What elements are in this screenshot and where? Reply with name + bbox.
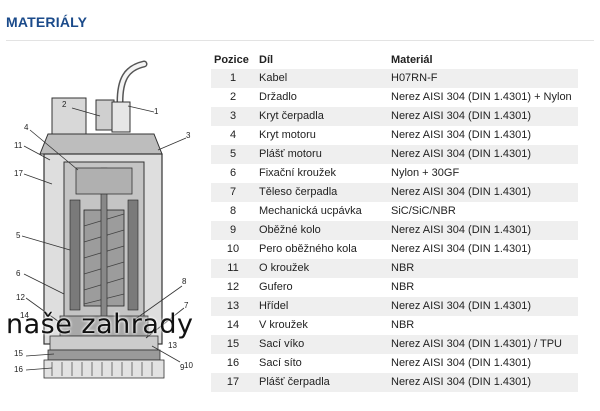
callout-11: 11 [14, 141, 23, 150]
table-row: 17 Plášť čerpadla Nerez AISI 304 (DIN 1.… [211, 373, 578, 392]
cell-part: Sací víko [255, 335, 387, 354]
callout-17: 17 [14, 169, 23, 178]
cell-position: 6 [211, 164, 255, 183]
cell-position: 7 [211, 183, 255, 202]
cell-part: Gufero [255, 278, 387, 297]
callout-2: 2 [62, 100, 67, 109]
cell-position: 2 [211, 88, 255, 107]
cell-material: Nylon + 30GF [387, 164, 578, 183]
cell-part: Plášť motoru [255, 145, 387, 164]
table-row: 10 Pero oběžného kola Nerez AISI 304 (DI… [211, 240, 578, 259]
header-material: Materiál [391, 53, 433, 66]
cell-position: 8 [211, 202, 255, 221]
table-row: 2 Držadlo Nerez AISI 304 (DIN 1.4301) + … [211, 88, 578, 107]
table-row: 6 Fixační kroužek Nylon + 30GF [211, 164, 578, 183]
cell-part: Kabel [255, 69, 387, 88]
callout-9: 9 [180, 363, 185, 372]
cell-material: Nerez AISI 304 (DIN 1.4301) [387, 221, 578, 240]
cell-position: 15 [211, 335, 255, 354]
cell-material: Nerez AISI 304 (DIN 1.4301) [387, 373, 578, 392]
cell-material: NBR [387, 316, 578, 335]
callout-16: 16 [14, 365, 23, 374]
cell-part: Kryt motoru [255, 126, 387, 145]
cell-part: Mechanická ucpávka [255, 202, 387, 221]
cell-part: Fixační kroužek [255, 164, 387, 183]
cell-part: Oběžné kolo [255, 221, 387, 240]
cell-material: Nerez AISI 304 (DIN 1.4301) [387, 126, 578, 145]
callout-1: 1 [154, 107, 159, 116]
cell-position: 17 [211, 373, 255, 392]
cell-part: Kryt čerpadla [255, 107, 387, 126]
table-row: 15 Sací víko Nerez AISI 304 (DIN 1.4301)… [211, 335, 578, 354]
cell-part: V kroužek [255, 316, 387, 335]
cell-position: 9 [211, 221, 255, 240]
table-row: 1 Kabel H07RN-F [211, 69, 578, 88]
table-row: 14 V kroužek NBR [211, 316, 578, 335]
callout-15: 15 [14, 349, 23, 358]
table-row: 5 Plášť motoru Nerez AISI 304 (DIN 1.430… [211, 145, 578, 164]
cell-position: 16 [211, 354, 255, 373]
table-row: 12 Gufero NBR [211, 278, 578, 297]
header-position: Pozice [214, 53, 249, 66]
table-row: 8 Mechanická ucpávka SiC/SiC/NBR [211, 202, 578, 221]
cell-position: 14 [211, 316, 255, 335]
cell-part: Plášť čerpadla [255, 373, 387, 392]
cell-position: 1 [211, 69, 255, 88]
table-row: 9 Oběžné kolo Nerez AISI 304 (DIN 1.4301… [211, 221, 578, 240]
cell-material: Nerez AISI 304 (DIN 1.4301) [387, 107, 578, 126]
callout-8: 8 [182, 277, 187, 286]
materials-table: Pozice Díl Materiál 1 Kabel H07RN-F 2 Dr… [211, 50, 578, 392]
callout-7: 7 [184, 301, 189, 310]
callout-13: 13 [168, 341, 177, 350]
cell-material: SiC/SiC/NBR [387, 202, 578, 221]
callout-5: 5 [16, 231, 21, 240]
table-row: 11 O kroužek NBR [211, 259, 578, 278]
cell-material: Nerez AISI 304 (DIN 1.4301) [387, 354, 578, 373]
callout-6: 6 [16, 269, 21, 278]
cell-material: Nerez AISI 304 (DIN 1.4301) [387, 297, 578, 316]
cell-material: Nerez AISI 304 (DIN 1.4301) + Nylon [387, 88, 578, 107]
cell-position: 4 [211, 126, 255, 145]
watermark-logo: naše zahrady [6, 309, 194, 340]
cell-part: Sací síto [255, 354, 387, 373]
cell-position: 3 [211, 107, 255, 126]
table-row: 13 Hřídel Nerez AISI 304 (DIN 1.4301) [211, 297, 578, 316]
cell-position: 13 [211, 297, 255, 316]
table-row: 7 Těleso čerpadla Nerez AISI 304 (DIN 1.… [211, 183, 578, 202]
cell-material: Nerez AISI 304 (DIN 1.4301) [387, 183, 578, 202]
heading-divider [6, 40, 594, 41]
cell-part: Hřídel [255, 297, 387, 316]
table-header-row: Pozice Díl Materiál [211, 50, 578, 69]
section-heading: MATERIÁLY [6, 14, 88, 30]
cell-part: O kroužek [255, 259, 387, 278]
callout-10: 10 [184, 361, 193, 370]
table-row: 4 Kryt motoru Nerez AISI 304 (DIN 1.4301… [211, 126, 578, 145]
header-part: Díl [259, 53, 274, 66]
cell-position: 12 [211, 278, 255, 297]
cell-part: Těleso čerpadla [255, 183, 387, 202]
cell-material: Nerez AISI 304 (DIN 1.4301) [387, 240, 578, 259]
cell-position: 10 [211, 240, 255, 259]
cell-part: Držadlo [255, 88, 387, 107]
cell-material: NBR [387, 278, 578, 297]
cell-part: Pero oběžného kola [255, 240, 387, 259]
cell-material: Nerez AISI 304 (DIN 1.4301) / TPU [387, 335, 578, 354]
cell-material: NBR [387, 259, 578, 278]
table-row: 3 Kryt čerpadla Nerez AISI 304 (DIN 1.43… [211, 107, 578, 126]
table-row: 16 Sací síto Nerez AISI 304 (DIN 1.4301) [211, 354, 578, 373]
callout-4: 4 [24, 123, 29, 132]
cell-position: 11 [211, 259, 255, 278]
pump-cross-section-diagram: 1 2 3 4 5 6 7 8 9 10 11 12 13 14 15 16 1… [14, 60, 193, 379]
callout-12: 12 [16, 293, 25, 302]
cell-material: Nerez AISI 304 (DIN 1.4301) [387, 145, 578, 164]
callout-14: 14 [20, 311, 29, 320]
cell-position: 5 [211, 145, 255, 164]
callout-3: 3 [186, 131, 191, 140]
cell-material: H07RN-F [387, 69, 578, 88]
